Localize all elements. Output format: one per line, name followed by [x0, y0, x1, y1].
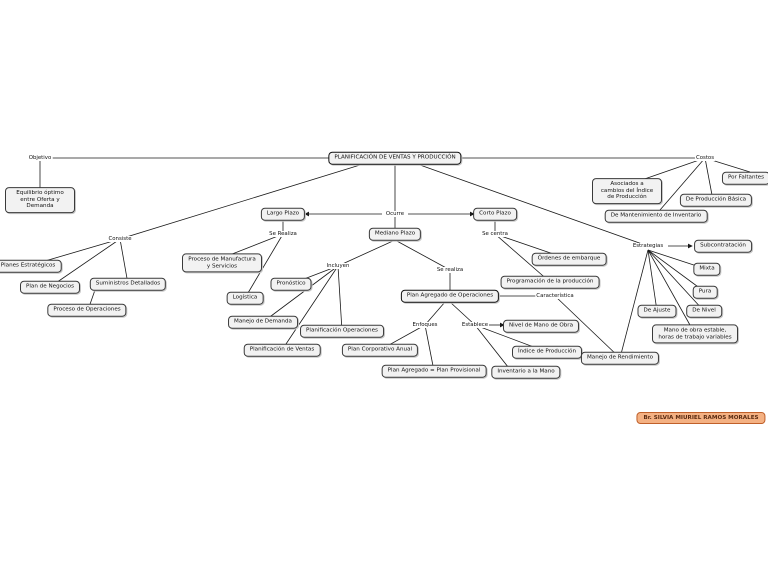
node-equilibrio[interactable]: Equilibrio óptimo entre Oferta y Demanda: [5, 187, 75, 213]
node-proceso-operaciones[interactable]: Proceso de Operaciones: [47, 303, 127, 317]
node-plan-agregado-provisional[interactable]: Plan Agregado = Plan Provisional: [381, 364, 487, 378]
label-caracteristica: Característica: [535, 293, 575, 299]
label-estrategias: Estrategias: [631, 243, 665, 249]
node-mano-obra-estable[interactable]: Mano de obra estable, horas de trabajo v…: [652, 324, 738, 344]
node-ordenes-embarque[interactable]: Órdenes de embarque: [531, 252, 607, 266]
author-badge: Br. SILVIA MIURIEL RAMOS MORALES: [636, 412, 766, 424]
node-inventario-mano[interactable]: Inventario a la Mano: [491, 365, 561, 379]
node-logistica[interactable]: Logística: [226, 291, 264, 305]
node-mediano-plazo[interactable]: Mediano Plazo: [368, 227, 422, 241]
node-planificacion-ventas[interactable]: Planificación de Ventas: [243, 343, 321, 357]
label-ocurre: Ocurre: [384, 211, 406, 217]
label-se-realiza-1: Se Realiza: [268, 231, 298, 237]
node-de-ajuste[interactable]: De Ajuste: [637, 304, 677, 318]
node-de-mantenimiento[interactable]: De Mantenimiento de Inventario: [604, 209, 708, 223]
node-pronostico[interactable]: Pronóstico: [270, 277, 312, 291]
label-establece: Establece: [460, 322, 490, 328]
label-costos: Costos: [694, 155, 716, 161]
node-indice-produccion[interactable]: Índice de Producción: [511, 345, 583, 359]
node-proceso-manufactura[interactable]: Proceso de Manufactura y Servicios: [182, 253, 262, 273]
node-subcontratacion[interactable]: Subcontratación: [694, 239, 752, 253]
node-plan-agregado[interactable]: Plan Agregado de Operaciones: [400, 289, 500, 303]
node-programacion-produccion[interactable]: Programación de la producción: [500, 275, 600, 289]
node-asociados-cambios[interactable]: Asociados a cambios del Índice de Produc…: [592, 178, 662, 204]
node-por-faltantes[interactable]: Por Faltantes: [721, 171, 768, 185]
node-suministros[interactable]: Suministros Detallados: [89, 277, 167, 291]
node-de-nivel[interactable]: De Nivel: [686, 304, 722, 318]
node-plan-corporativo[interactable]: Plan Corporativo Anual: [341, 343, 419, 357]
label-objetivo: Objetivo: [27, 155, 53, 161]
node-mixta[interactable]: Mixta: [693, 262, 721, 276]
node-planes-estrategicos[interactable]: Planes Estratégicos: [0, 259, 62, 273]
node-plan-negocios[interactable]: Plan de Negocios: [19, 280, 81, 294]
node-de-produccion-basica[interactable]: De Producción Básica: [679, 193, 753, 207]
label-se-realiza-2: Se realiza: [435, 267, 465, 273]
node-manejo-demanda[interactable]: Manejo de Demanda: [228, 315, 298, 329]
label-incluyen: Incluyen: [325, 263, 351, 269]
node-nivel-mano-obra[interactable]: Nivel de Mano de Obra: [502, 319, 580, 333]
node-corto-plazo[interactable]: Corto Plazo: [473, 207, 517, 221]
node-planificacion-operaciones[interactable]: Planificación Operaciones: [300, 324, 384, 338]
node-pura[interactable]: Pura: [692, 285, 718, 299]
node-manejo-rendimiento[interactable]: Manejo de Rendimiento: [580, 351, 660, 365]
node-largo-plazo[interactable]: Largo Plazo: [260, 207, 306, 221]
label-se-centra: Se centra: [481, 231, 509, 237]
label-consiste: Consiste: [107, 236, 133, 242]
label-enfoques: Enfoques: [411, 322, 439, 328]
node-root[interactable]: PLANIFICACIÓN DE VENTAS Y PRODUCCIÓN: [328, 151, 462, 165]
